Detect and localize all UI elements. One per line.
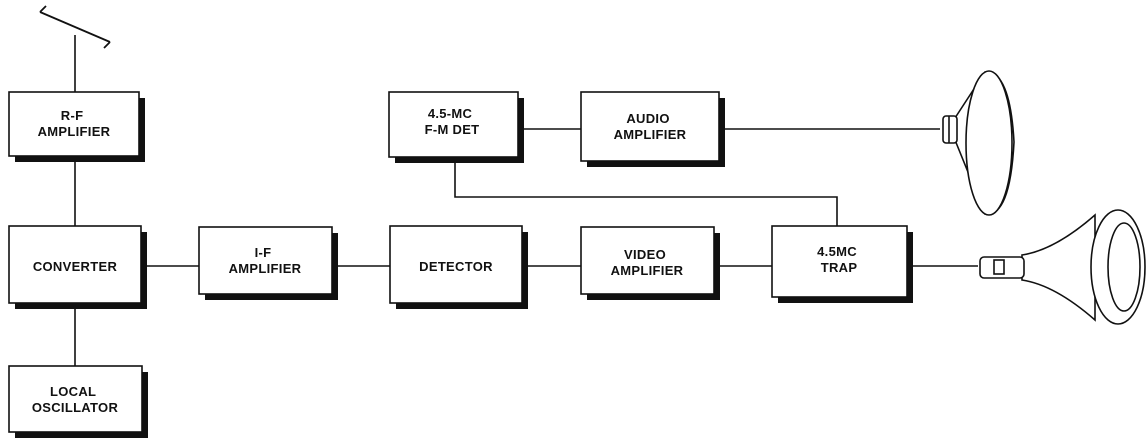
block-converter: CONVERTER bbox=[8, 225, 147, 309]
block-trap: 4.5MC TRAP bbox=[771, 225, 913, 303]
svg-text:AUDIO AMPLIFIER: AUDIO AMPLIFIER bbox=[614, 111, 687, 142]
block-fm-detector: 4.5-MC F-M DET bbox=[388, 91, 524, 163]
connection-wires bbox=[74, 35, 978, 366]
block-if-amplifier: I-F AMPLIFIER bbox=[198, 226, 338, 300]
svg-text:VIDEO AMPLIFIER: VIDEO AMPLIFIER bbox=[611, 247, 684, 278]
block-rf-amplifier: R-F AMPLIFIER bbox=[8, 91, 145, 162]
svg-text:LOCAL OSCILLATOR: LOCAL OSCILLATOR bbox=[32, 384, 119, 415]
local-oscillator-label-line2: OSCILLATOR bbox=[32, 400, 119, 415]
video-amplifier-label-line1: VIDEO bbox=[624, 247, 666, 262]
rf-amplifier-label-line2: AMPLIFIER bbox=[38, 124, 111, 139]
if-amplifier-label-line1: I-F bbox=[255, 245, 272, 260]
svg-text:4.5MC TRAP: 4.5MC TRAP bbox=[817, 244, 861, 275]
antenna-icon bbox=[39, 5, 111, 49]
rf-amplifier-label-line1: R-F bbox=[61, 108, 84, 123]
audio-amplifier-label-line2: AMPLIFIER bbox=[614, 127, 687, 142]
if-amplifier-label-line2: AMPLIFIER bbox=[229, 261, 302, 276]
audio-amplifier-label-line1: AUDIO bbox=[626, 111, 669, 126]
detector-label: DETECTOR bbox=[419, 259, 493, 274]
svg-text:R-F AMPLIFIER: R-F AMPLIFIER bbox=[38, 108, 111, 139]
local-oscillator-label-line1: LOCAL bbox=[50, 384, 96, 399]
video-amplifier-label-line2: AMPLIFIER bbox=[611, 263, 684, 278]
picture-tube-icon bbox=[979, 209, 1146, 325]
loudspeaker-icon bbox=[942, 70, 1015, 216]
converter-label: CONVERTER bbox=[33, 259, 118, 274]
block-video-amplifier: VIDEO AMPLIFIER bbox=[580, 226, 720, 300]
block-detector: DETECTOR bbox=[389, 225, 528, 309]
svg-text:CONVERTER: CONVERTER bbox=[33, 259, 118, 274]
svg-text:I-F AMPLIFIER: I-F AMPLIFIER bbox=[229, 245, 302, 276]
fm-detector-label-line2: F-M DET bbox=[425, 122, 480, 137]
trap-label-line1: 4.5MC bbox=[817, 244, 857, 259]
trap-label-line2: TRAP bbox=[821, 260, 858, 275]
wire-trap-to-fm-detector bbox=[454, 157, 838, 226]
block-audio-amplifier: AUDIO AMPLIFIER bbox=[580, 91, 725, 167]
svg-text:DETECTOR: DETECTOR bbox=[419, 259, 493, 274]
block-local-oscillator: LOCAL OSCILLATOR bbox=[8, 365, 148, 438]
fm-detector-label-line1: 4.5-MC bbox=[428, 106, 473, 121]
svg-text:4.5-MC F-M DET: 4.5-MC F-M DET bbox=[425, 106, 480, 137]
